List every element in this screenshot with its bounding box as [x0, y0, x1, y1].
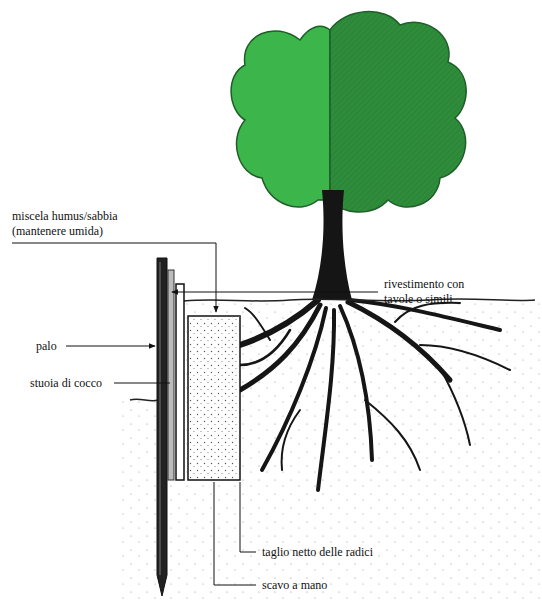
ground-line [130, 399, 158, 401]
mix-label: miscela humus/sabbia (mantenere umida) [12, 209, 142, 239]
trench-fill [188, 316, 240, 480]
stake-highlight [160, 262, 161, 575]
leader-lines [12, 243, 378, 585]
tree-crown [231, 12, 466, 212]
humus-sand-mix [188, 316, 240, 480]
tree-roots [240, 300, 510, 490]
stake [157, 258, 167, 596]
coco-mat [168, 270, 174, 480]
mat-label: stuoia di cocco [30, 376, 102, 391]
board-lining [176, 284, 184, 480]
stake-label: palo [36, 339, 57, 354]
tree-trunk [312, 190, 352, 300]
soil [184, 302, 542, 602]
dig-label: scavo a mano [262, 578, 327, 593]
cut-label: taglio netto delle radici [262, 545, 373, 560]
lining-label: rivestimento con tavole o simili [384, 277, 484, 307]
ground-line [184, 299, 535, 301]
